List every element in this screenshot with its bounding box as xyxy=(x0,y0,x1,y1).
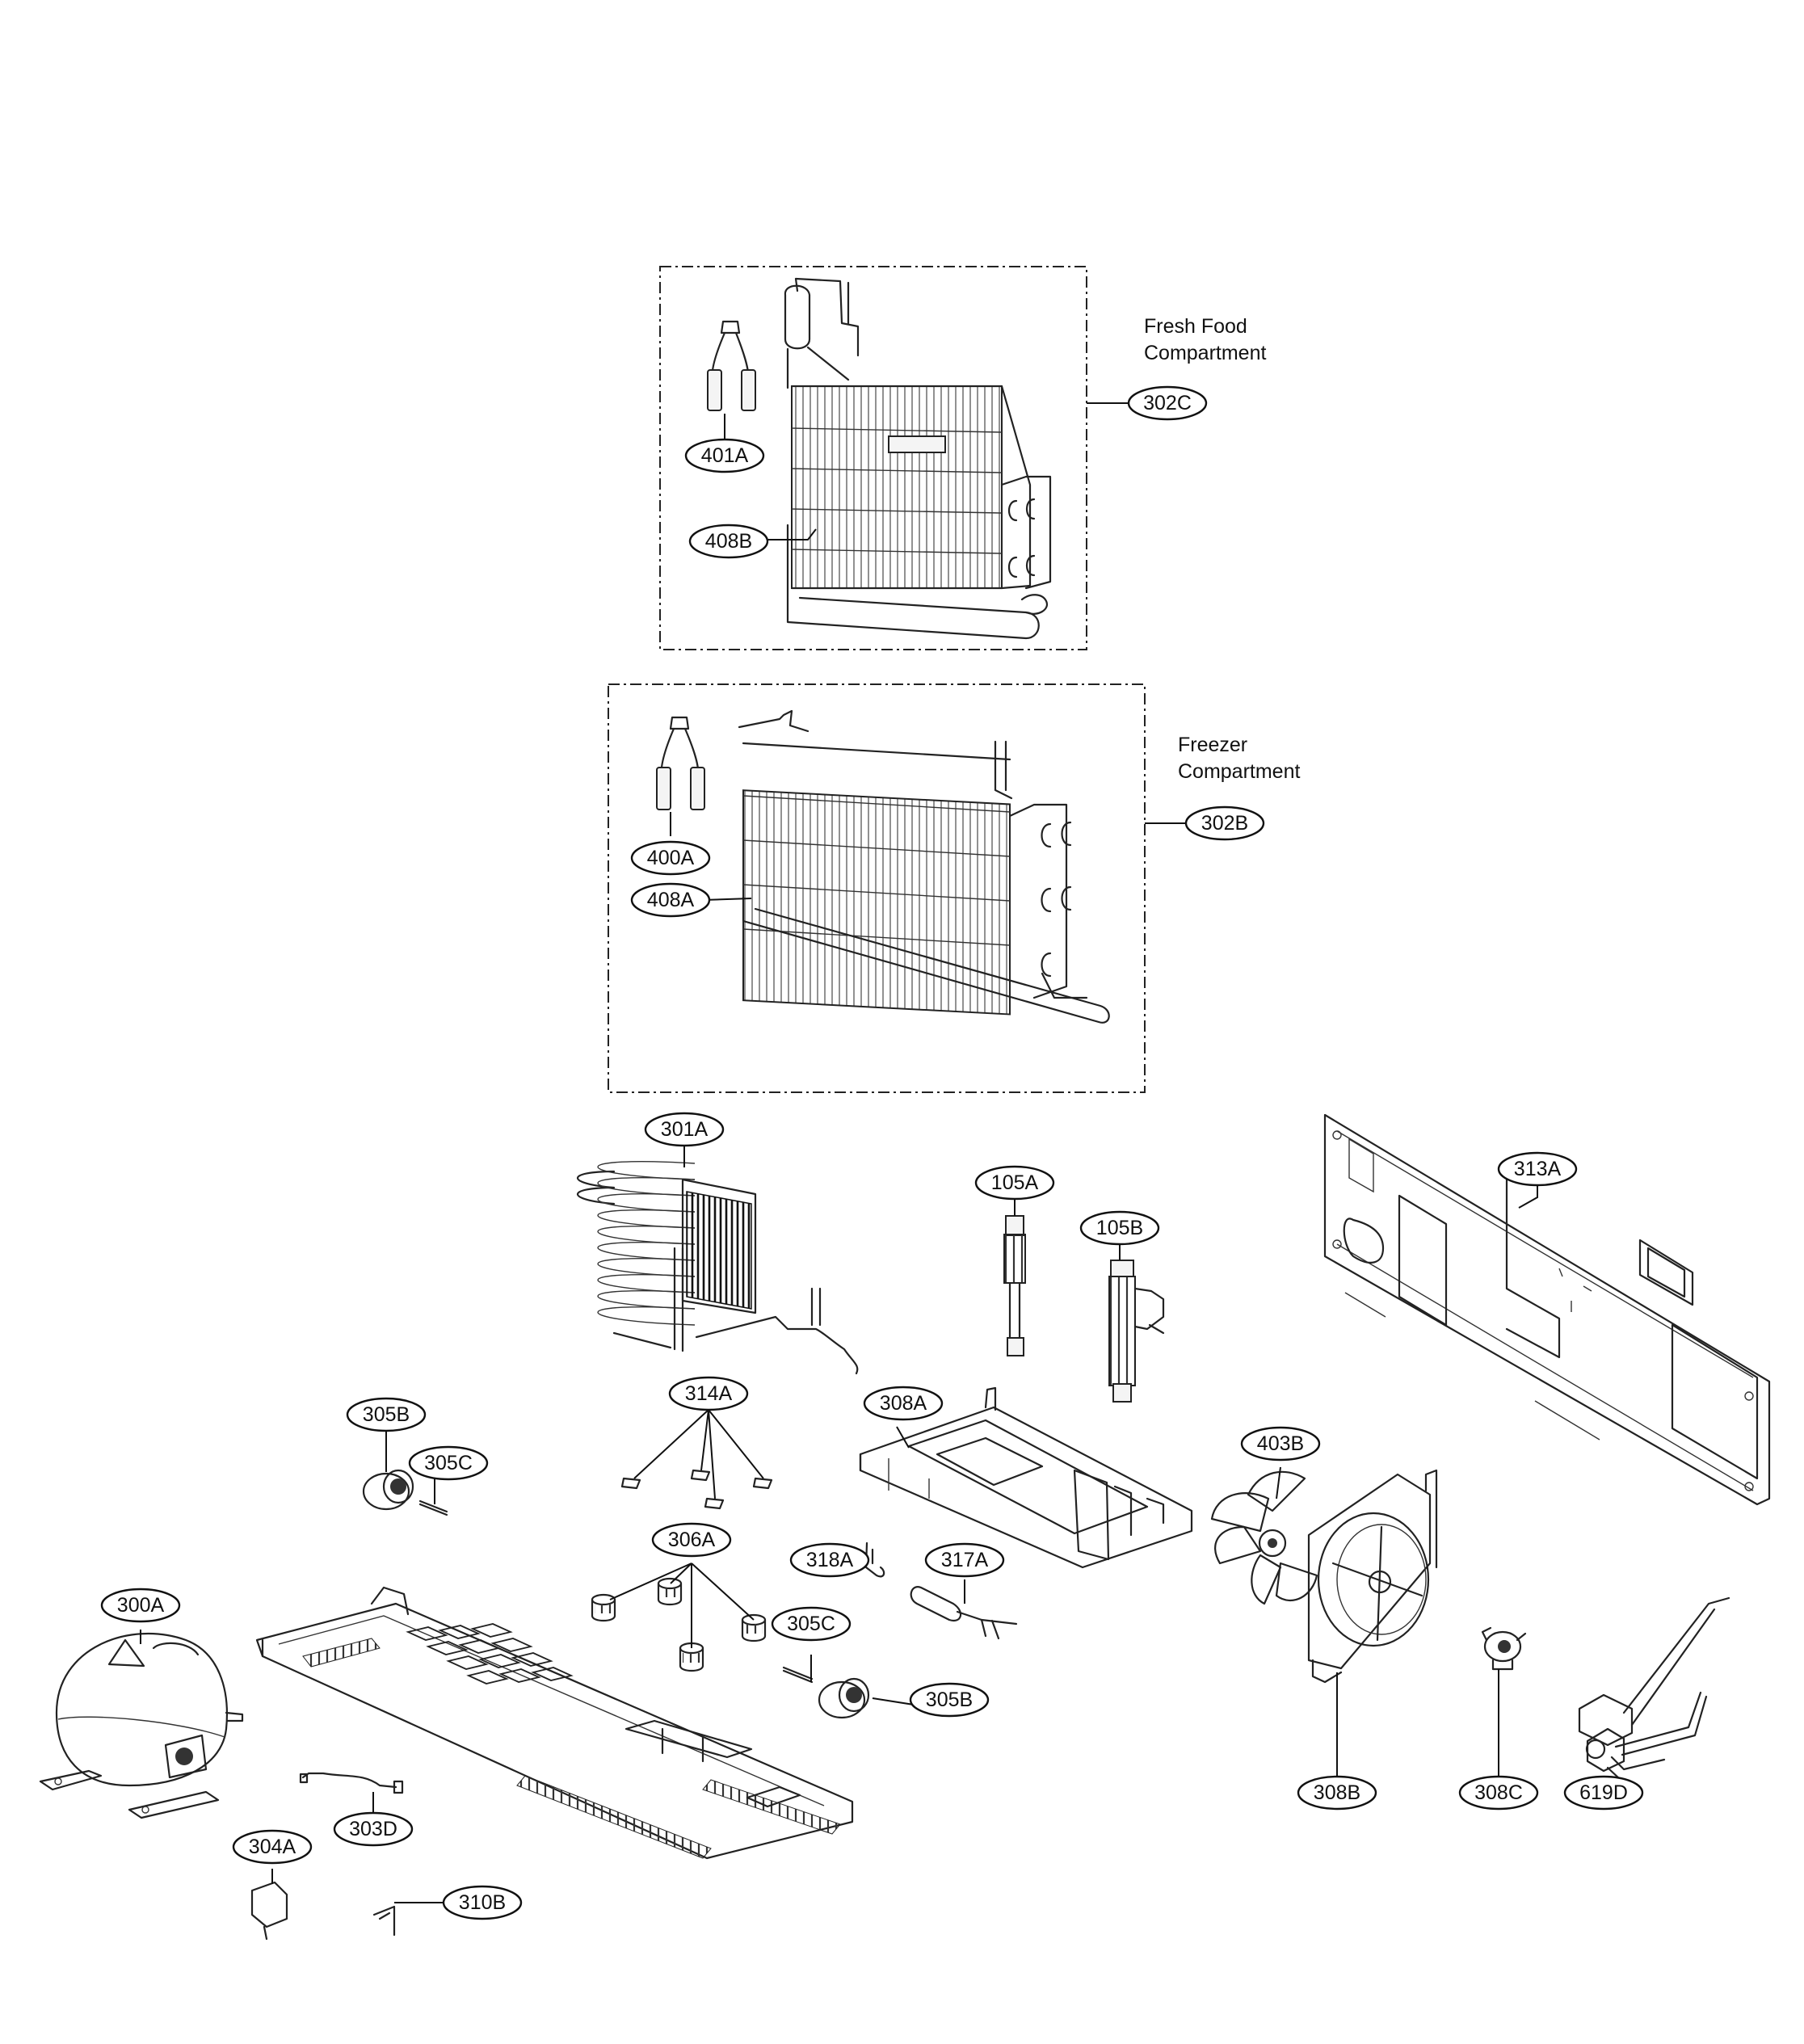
machine-compartment-base xyxy=(255,1586,854,1860)
callout-619d[interactable]: 619D xyxy=(1563,1775,1644,1811)
bracket-318a xyxy=(864,1541,885,1578)
pin-305c-top xyxy=(418,1499,448,1516)
callout-408a[interactable]: 408A xyxy=(630,882,711,918)
svg-text:105B: 105B xyxy=(1096,1217,1143,1239)
callout-400a[interactable]: 400A xyxy=(630,840,711,876)
svg-text:306A: 306A xyxy=(668,1529,716,1551)
callout-305b-bottom[interactable]: 305B xyxy=(909,1682,990,1718)
grommets-306a xyxy=(591,1577,767,1672)
callout-308c[interactable]: 308C xyxy=(1458,1775,1539,1811)
rubber-foot-305b-bottom xyxy=(818,1677,870,1719)
svg-text:619D: 619D xyxy=(1579,1781,1628,1804)
rubber-foot-305b-top xyxy=(362,1469,414,1511)
callout-305c-top[interactable]: 305C xyxy=(408,1445,489,1481)
svg-text:303D: 303D xyxy=(349,1818,397,1840)
tube-310b xyxy=(372,1905,396,1937)
defrost-heater-clip-401a xyxy=(707,320,756,411)
callout-302c[interactable]: 302C xyxy=(1127,385,1208,421)
svg-text:317A: 317A xyxy=(941,1549,989,1571)
callout-401a[interactable]: 401A xyxy=(684,438,765,473)
freezer-evaporator xyxy=(738,709,1110,1024)
svg-text:308B: 308B xyxy=(1314,1781,1360,1804)
callout-403b[interactable]: 403B xyxy=(1240,1426,1321,1462)
fan-shroud-308b xyxy=(1307,1469,1438,1684)
drain-pan-308a xyxy=(859,1386,1193,1569)
fresh-food-evaporator xyxy=(784,277,1052,640)
svg-text:308C: 308C xyxy=(1474,1781,1523,1804)
freezer-caption: Freezer Compartment xyxy=(1178,734,1300,783)
pin-305c-bottom xyxy=(782,1666,814,1684)
power-cord-303d xyxy=(299,1772,404,1794)
svg-text:301A: 301A xyxy=(661,1118,709,1141)
fresh-food-evaporator-group: Fresh Food Compartment xyxy=(659,266,1266,650)
callout-306a[interactable]: 306A xyxy=(651,1522,732,1558)
compressor-300a xyxy=(39,1633,244,1819)
water-valve-619d xyxy=(1578,1596,1730,1781)
callout-308a[interactable]: 308A xyxy=(863,1386,944,1421)
freezer-group-frame xyxy=(608,683,1146,1093)
svg-text:305C: 305C xyxy=(424,1452,473,1474)
svg-text:403B: 403B xyxy=(1257,1432,1304,1455)
callout-408b[interactable]: 408B xyxy=(688,524,769,559)
svg-text:305C: 305C xyxy=(787,1613,835,1635)
callout-305c-bottom[interactable]: 305C xyxy=(771,1606,852,1642)
callout-308b[interactable]: 308B xyxy=(1297,1775,1377,1811)
relay-304a xyxy=(250,1881,288,1941)
svg-text:313A: 313A xyxy=(1514,1158,1562,1180)
svg-text:305B: 305B xyxy=(363,1403,410,1426)
rear-cover-313a xyxy=(1323,1113,1771,1506)
svg-text:318A: 318A xyxy=(806,1549,854,1571)
freezer-caption-line2: Compartment xyxy=(1178,760,1300,783)
svg-text:302C: 302C xyxy=(1143,392,1192,414)
svg-text:308A: 308A xyxy=(880,1392,927,1415)
water-tube-105b xyxy=(1108,1260,1165,1403)
callout-105b[interactable]: 105B xyxy=(1079,1210,1160,1246)
svg-text:408A: 408A xyxy=(647,889,695,911)
svg-text:105A: 105A xyxy=(991,1171,1039,1194)
callout-305b-top[interactable]: 305B xyxy=(346,1397,427,1432)
svg-text:314A: 314A xyxy=(685,1382,733,1405)
condenser-301a xyxy=(576,1160,859,1375)
svg-text:305B: 305B xyxy=(926,1689,973,1711)
fan-blade-403b xyxy=(1210,1470,1318,1605)
svg-text:400A: 400A xyxy=(647,847,695,869)
svg-text:401A: 401A xyxy=(701,444,749,467)
callout-105a[interactable]: 105A xyxy=(974,1165,1055,1201)
fresh-food-caption-line1: Fresh Food xyxy=(1144,315,1247,338)
defrost-heater-clip-400a xyxy=(656,716,705,810)
fan-motor-308c xyxy=(1481,1626,1527,1671)
callout-318a[interactable]: 318A xyxy=(789,1542,870,1578)
callout-303d[interactable]: 303D xyxy=(333,1811,414,1847)
svg-text:300A: 300A xyxy=(117,1594,165,1617)
clips-314a xyxy=(620,1469,773,1510)
callout-304a[interactable]: 304A xyxy=(232,1829,313,1865)
svg-text:304A: 304A xyxy=(249,1836,296,1858)
drier-317a xyxy=(910,1586,1018,1640)
water-tube-105a xyxy=(1003,1215,1026,1356)
callout-301a[interactable]: 301A xyxy=(644,1112,725,1147)
callout-314a[interactable]: 314A xyxy=(668,1376,749,1411)
callout-317a[interactable]: 317A xyxy=(924,1542,1005,1578)
freezer-caption-line1: Freezer xyxy=(1178,734,1247,756)
callout-302b[interactable]: 302B xyxy=(1184,805,1265,841)
callout-310b[interactable]: 310B xyxy=(442,1885,523,1920)
fresh-food-group-frame xyxy=(659,266,1087,650)
callout-313a[interactable]: 313A xyxy=(1497,1151,1578,1187)
svg-text:310B: 310B xyxy=(459,1891,506,1914)
svg-text:302B: 302B xyxy=(1201,812,1248,835)
fresh-food-caption-line2: Compartment xyxy=(1144,342,1266,364)
callout-300a[interactable]: 300A xyxy=(100,1588,181,1623)
fresh-food-caption: Fresh Food Compartment xyxy=(1144,315,1266,364)
freezer-evaporator-group: Freezer Compartment xyxy=(608,683,1300,1093)
svg-text:408B: 408B xyxy=(705,530,752,553)
